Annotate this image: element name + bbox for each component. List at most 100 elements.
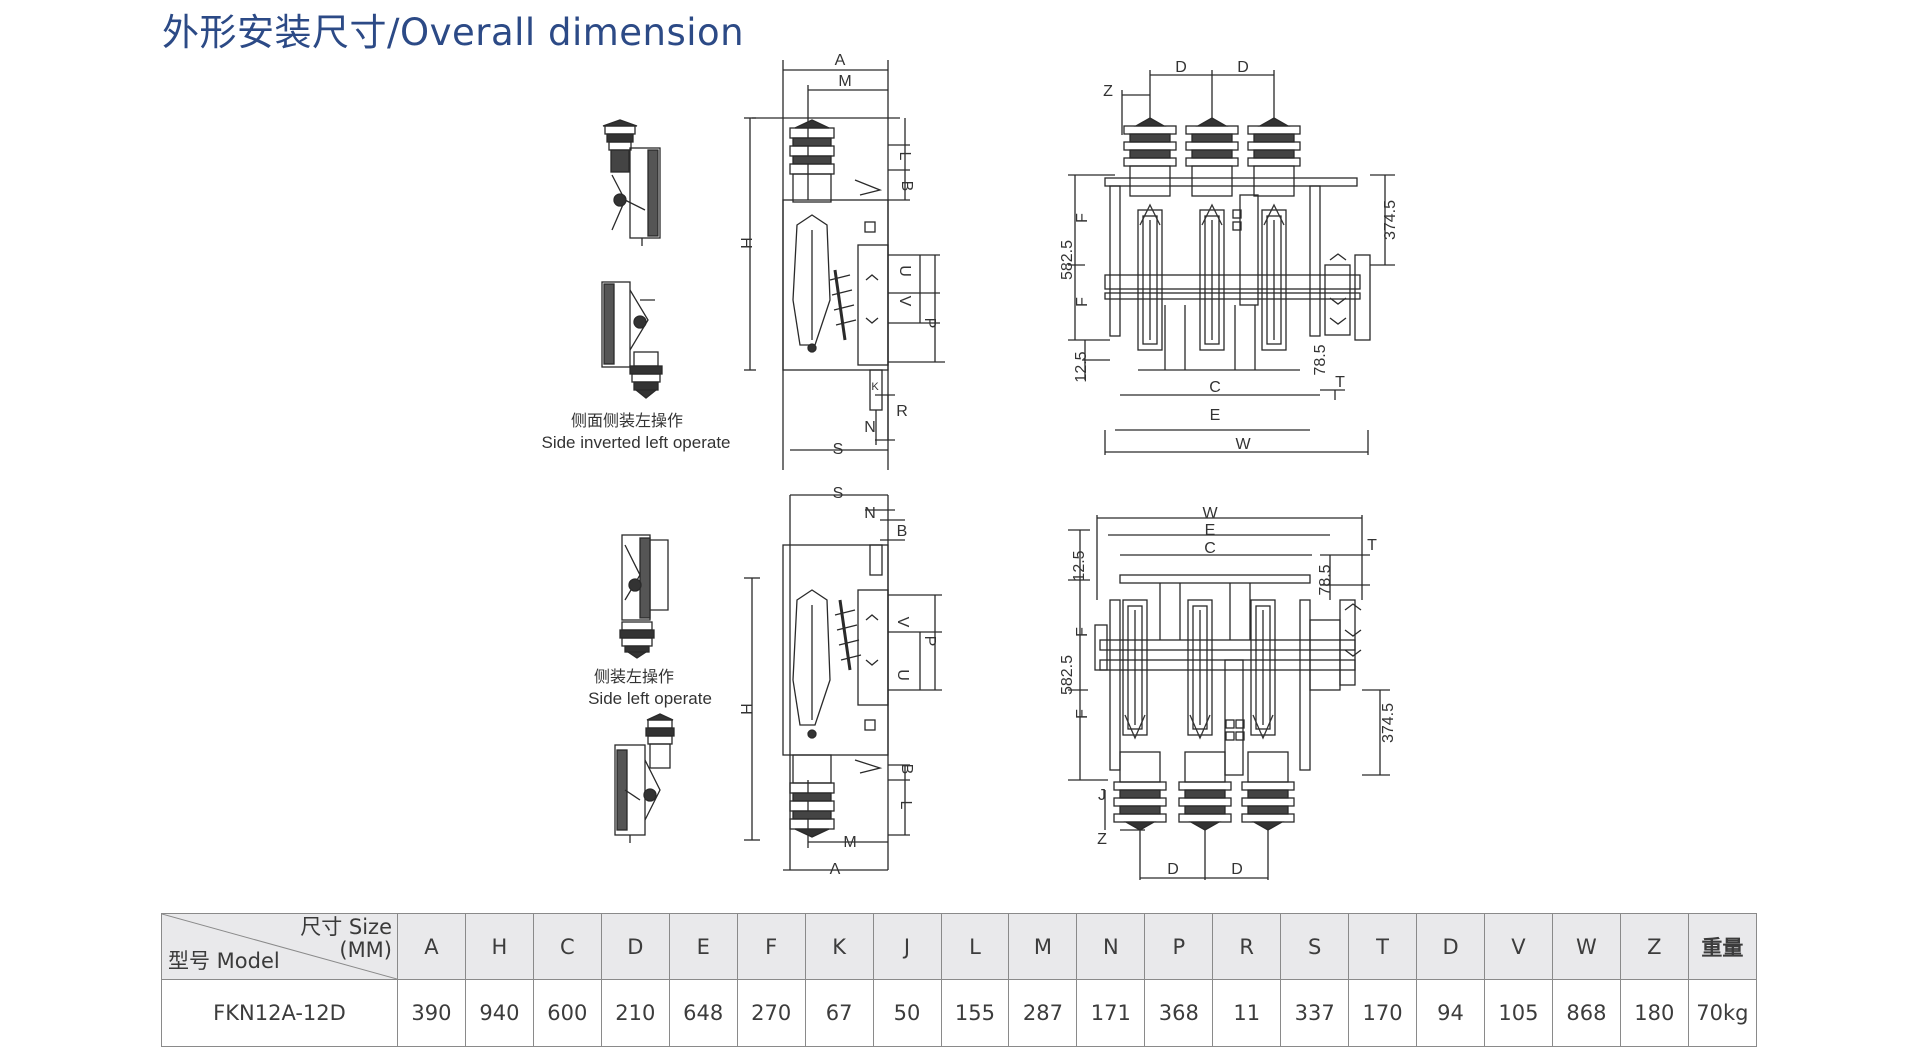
front-view-top [1068,70,1395,455]
value-D: 210 [600,979,670,1047]
front-insulators-bottom [1113,599,1295,831]
header-A: A [397,913,466,980]
dim-R-top: R [896,403,908,420]
dim-125-bottom: 12.5 [1071,550,1088,581]
insulator-assembly [1247,117,1301,351]
insulator-assembly [1113,599,1167,831]
value-A: 390 [397,979,466,1047]
dim-785-top: 78.5 [1312,344,1329,375]
front-insulators-top [1123,117,1301,351]
size-unit-text: (MM) [339,938,392,962]
value-F: 270 [736,979,806,1047]
header-R: R [1212,913,1282,980]
value-weight: 70kg [1687,979,1758,1047]
dim-B2-bottom: B [898,764,915,775]
dim-P-bottom: P [921,636,938,647]
header-weight: 重量 [1687,913,1758,980]
dim-M-bottom: M [843,834,856,851]
dim-582-top: 582.5 [1059,240,1076,280]
header-W: W [1551,913,1621,980]
value-L: 155 [940,979,1010,1047]
model-label: 型号 Model [168,949,280,973]
dim-T-top: T [1335,374,1345,391]
dim-P-top: P [921,318,938,329]
dim-A-top: A [835,52,846,69]
dim-V-top: V [896,296,913,307]
dim-F1-bottom: F [1074,627,1091,637]
dim-D2-bottom: D [1231,861,1243,878]
dim-K-top: K [871,381,879,393]
dim-D1-bottom: D [1167,861,1179,878]
sketch-top-lower [601,281,663,399]
value-S: 337 [1280,979,1350,1047]
insulator-assembly [1178,599,1232,831]
insulator-assembly [1123,117,1177,351]
header-F: F [736,913,806,980]
dim-S-bottom: S [833,485,844,502]
insulator-assembly [1185,117,1239,351]
dim-B-bottom: B [897,523,908,540]
dim-U-bottom: U [894,669,911,681]
header-S: S [1280,913,1350,980]
spec-table: 尺寸 Size (MM) 型号 Model A H C D E F K J L … [161,913,1758,1047]
dim-U-top: U [896,265,913,277]
value-D2: 94 [1416,979,1485,1047]
dim-J-bottom: J [1098,787,1106,804]
header-N: N [1076,913,1146,980]
dim-Z-top: Z [1103,83,1113,100]
size-label: 尺寸 Size (MM) [300,916,392,962]
dim-582-bottom: 582.5 [1059,655,1076,695]
header-D2: D [1416,913,1485,980]
side-view-bottom [744,494,942,871]
caption-bottom-cn: 侧装左操作 [594,668,674,686]
value-W: 868 [1551,979,1621,1047]
dim-E-bottom: E [1205,522,1216,539]
dim-F2-bottom: F [1074,709,1091,719]
header-C: C [532,913,602,980]
header-Z: Z [1619,913,1689,980]
value-Z: 180 [1619,979,1689,1047]
value-P: 368 [1144,979,1214,1047]
dim-E-top: E [1210,407,1221,424]
value-M: 287 [1008,979,1078,1047]
header-K: K [804,913,874,980]
header-L: L [940,913,1010,980]
caption-top-cn: 侧面侧装左操作 [571,412,683,430]
dim-B-top: B [898,181,915,192]
dim-W-top: W [1235,436,1251,453]
sketch-top-upper [602,119,661,246]
value-N: 171 [1076,979,1146,1047]
dim-L-bottom: L [897,801,914,810]
dim-M-top: M [838,73,851,90]
dim-H-bottom: H [737,703,754,715]
side-view-top [744,60,945,470]
dim-C-bottom: C [1204,540,1216,557]
value-R: 11 [1212,979,1282,1047]
model-cell: FKN12A-12D [161,979,398,1047]
dim-F2-top: F [1074,297,1091,307]
table-corner-cell: 尺寸 Size (MM) 型号 Model [161,913,398,980]
dim-F1-top: F [1074,213,1091,223]
dim-N-top: N [864,419,876,436]
table-row: FKN12A-12D 390 940 600 210 648 270 67 50… [161,979,1758,1047]
dim-125-top: 12.5 [1073,351,1090,382]
header-M: M [1008,913,1078,980]
dim-D2-top: D [1237,59,1249,76]
dim-A-bottom: A [830,861,841,878]
header-D: D [600,913,670,980]
dim-Z-bottom: Z [1097,831,1107,848]
header-V: V [1484,913,1553,980]
size-label-text: 尺寸 Size [300,915,392,939]
caption-top-en: Side inverted left operate [541,433,730,452]
dim-H-top: H [737,237,754,249]
value-J: 50 [872,979,942,1047]
value-V: 105 [1484,979,1553,1047]
dim-N-bottom: N [864,505,876,522]
header-J: J [872,913,942,980]
value-K: 67 [804,979,874,1047]
sketch-bottom-lower [614,713,675,843]
page-title: 外形安装尺寸/Overall dimension [162,11,745,54]
value-E: 648 [668,979,738,1047]
caption-bottom-en: Side left operate [588,689,712,708]
dim-785-bottom: 78.5 [1317,564,1334,595]
